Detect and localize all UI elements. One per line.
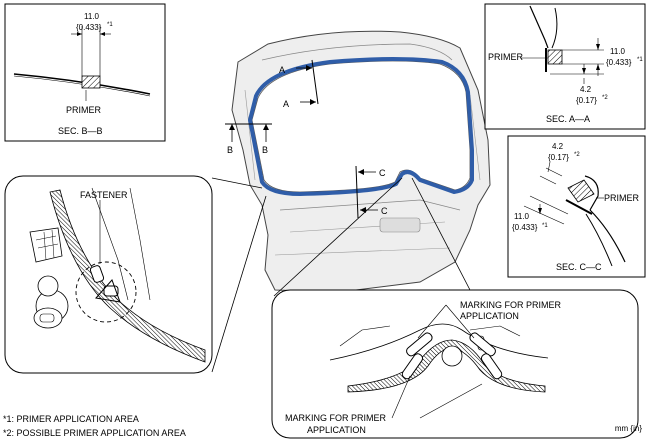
section-cut-a: A A <box>279 59 319 109</box>
fastener-label: FASTENER <box>80 190 128 200</box>
callout-c-bottom: C <box>381 206 388 216</box>
units-label: mm {in} <box>614 424 642 433</box>
bb-dim-note: *1 <box>107 22 113 28</box>
aa-dim2-inch: {0.17} <box>576 96 597 105</box>
aa-primer-label: PRIMER <box>488 52 524 62</box>
marking-top-line2: APPLICATION <box>460 311 519 321</box>
cc-dim2-note: *2 <box>574 152 580 158</box>
cc-dim1-note: *1 <box>542 223 548 229</box>
callout-a-top: A <box>279 65 285 75</box>
aa-dim1-value: 11.0 <box>610 47 626 56</box>
cc-dim1-inch: {0.433} <box>512 223 538 232</box>
section-cc-panel: 4.2 {0.17} *2 PRIMER 11.0 {0.433} *1 SEC… <box>507 135 646 278</box>
cc-primer-label: PRIMER <box>604 193 640 203</box>
section-cut-c: C C <box>355 165 388 219</box>
bb-primer-label: PRIMER <box>66 105 102 115</box>
marking-detail-panel: MARKING FOR PRIMER APPLICATION MARKING F… <box>271 177 639 439</box>
fastener-detail-panel: FASTENER <box>4 175 267 374</box>
liftgate-illustration <box>231 30 491 293</box>
cc-section-title: SEC. C—C <box>556 262 602 272</box>
callout-b-right: B <box>262 145 268 155</box>
marking-bottom-line2: APPLICATION <box>307 425 366 435</box>
aa-dim2-value: 4.2 <box>580 85 592 94</box>
marking-bottom-line1: MARKING FOR PRIMER <box>285 413 387 423</box>
aa-dim1-inch: {0.433} <box>606 58 632 67</box>
section-aa-panel: PRIMER 11.0 {0.433} *1 4.2 {0.17} *2 SEC… <box>484 3 646 130</box>
callout-b-left: B <box>227 145 233 155</box>
bb-section-title: SEC. B—B <box>58 126 103 136</box>
note-possible-primer-area: *2: POSSIBLE PRIMER APPLICATION AREA <box>3 428 186 438</box>
note-primer-area: *1: PRIMER APPLICATION AREA <box>3 414 139 424</box>
section-bb-panel: 11.0 {0.433} *1 PRIMER SEC. B—B <box>4 3 166 142</box>
section-cut-b: B B <box>225 123 272 155</box>
window-opening <box>251 60 471 193</box>
primer-band <box>248 57 474 196</box>
cc-dim2-inch: {0.17} <box>548 153 569 162</box>
marking-top-line1: MARKING FOR PRIMER <box>460 300 562 310</box>
bb-dim-inch: {0.433} <box>76 23 102 32</box>
cc-dim1-value: 11.0 <box>514 212 530 221</box>
callout-c-top: C <box>379 168 386 178</box>
aa-dim1-note: *1 <box>637 57 643 63</box>
aa-dim2-note: *2 <box>602 95 608 101</box>
cc-dim2-value: 4.2 <box>552 142 564 151</box>
aa-section-title: SEC. A—A <box>546 114 590 124</box>
bb-dim-value: 11.0 <box>84 12 100 21</box>
callout-a-bottom: A <box>283 99 289 109</box>
